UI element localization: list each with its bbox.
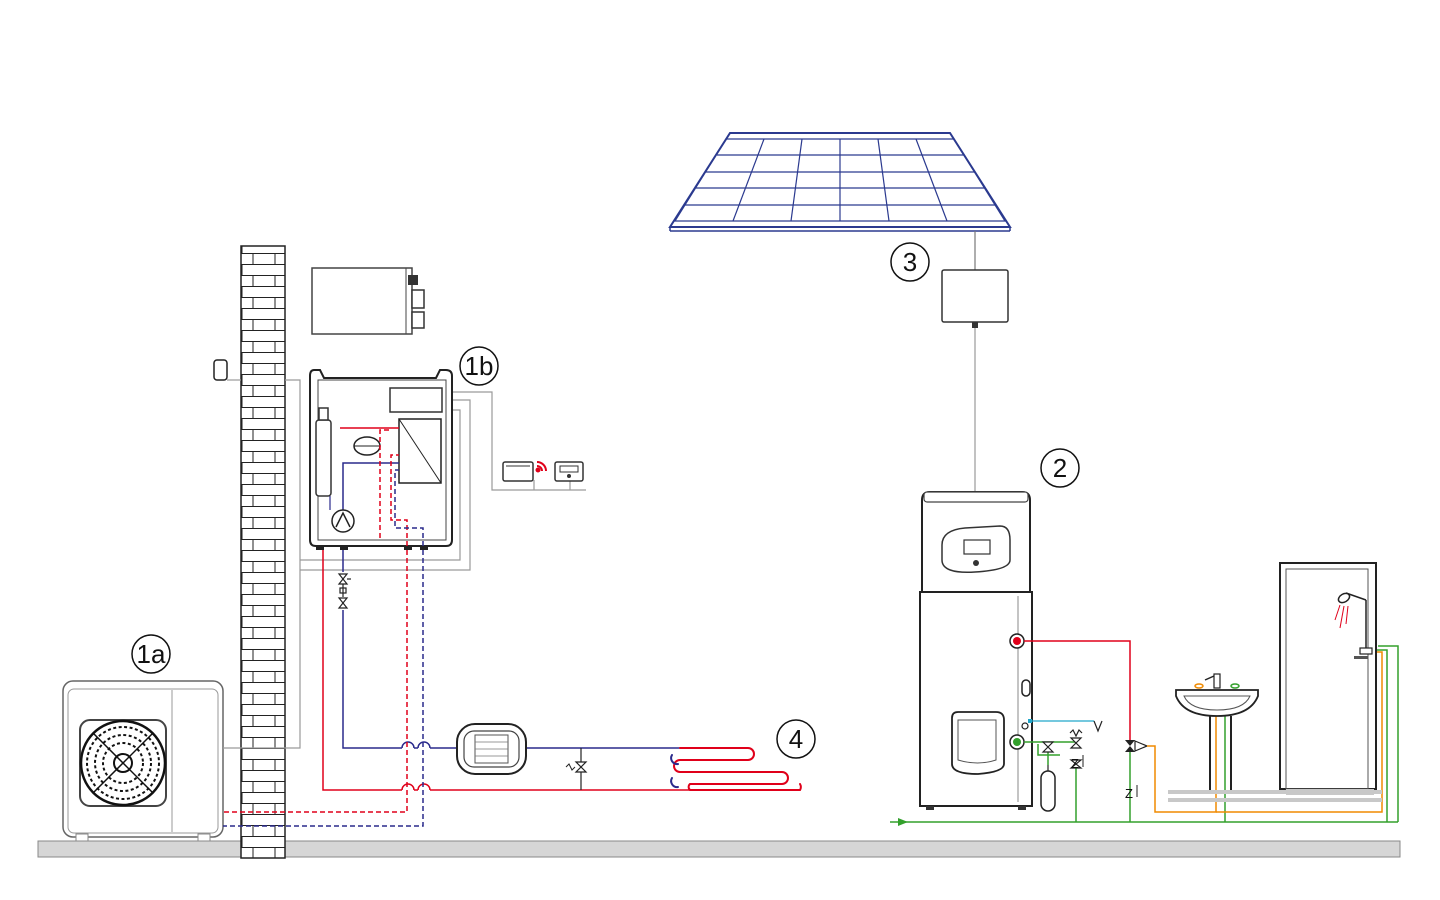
solar-panel: [668, 132, 1012, 232]
svg-text:1a: 1a: [137, 639, 166, 669]
outdoor-unit: [62, 680, 224, 842]
floor-layers: [1168, 790, 1382, 802]
backup-heater: [315, 419, 332, 497]
ground-slab: [37, 840, 1401, 858]
svg-text:4: 4: [789, 724, 803, 754]
label-2: 2: [1040, 448, 1080, 488]
inverter: [941, 269, 1009, 328]
pump-icon: [331, 509, 355, 533]
check-valve-symbol-2: Z: [1125, 786, 1133, 801]
mixing-valve: [1125, 740, 1149, 752]
label-1a: 1a: [131, 634, 171, 674]
heating-flow-line: [322, 550, 800, 791]
auxiliary-unit: [311, 267, 425, 335]
washbasin: [1175, 673, 1259, 790]
electrical-cables: [223, 379, 586, 749]
svg-text:3: 3: [903, 247, 917, 277]
expansion-vessel-icon: [353, 436, 381, 456]
safety-valves: [1041, 728, 1083, 769]
label-1b: 1b: [459, 346, 499, 386]
bypass-valve: [565, 748, 588, 790]
wifi-icon: [535, 461, 547, 473]
shower-icon: [1334, 592, 1373, 659]
floor-heating-loops: [670, 747, 802, 791]
cold-inlet-arrow: [898, 818, 908, 826]
indoor-unit: [309, 369, 453, 550]
refrigerant-lines: [223, 550, 424, 827]
fan-icon: [79, 719, 167, 807]
check-valve-symbol: Z: [1071, 756, 1079, 771]
valve-icon: [337, 573, 351, 609]
brick-wall: [240, 245, 286, 859]
thermostat: [554, 461, 584, 482]
heat-pump-water-heater: [919, 491, 1033, 810]
outdoor-sensor: [213, 359, 228, 381]
svg-text:1b: 1b: [465, 351, 494, 381]
shower-enclosure: [1279, 562, 1377, 795]
hot-water-line: [1024, 640, 1131, 740]
condensate-line: [1030, 720, 1103, 733]
room-controller: [502, 461, 534, 482]
heating-return-line: [342, 550, 680, 749]
svg-text:2: 2: [1053, 453, 1067, 483]
label-3: 3: [890, 242, 930, 282]
buffer-tank: [456, 723, 527, 775]
label-4: 4: [776, 719, 816, 759]
dhw-expansion-vessel: [1040, 765, 1056, 812]
